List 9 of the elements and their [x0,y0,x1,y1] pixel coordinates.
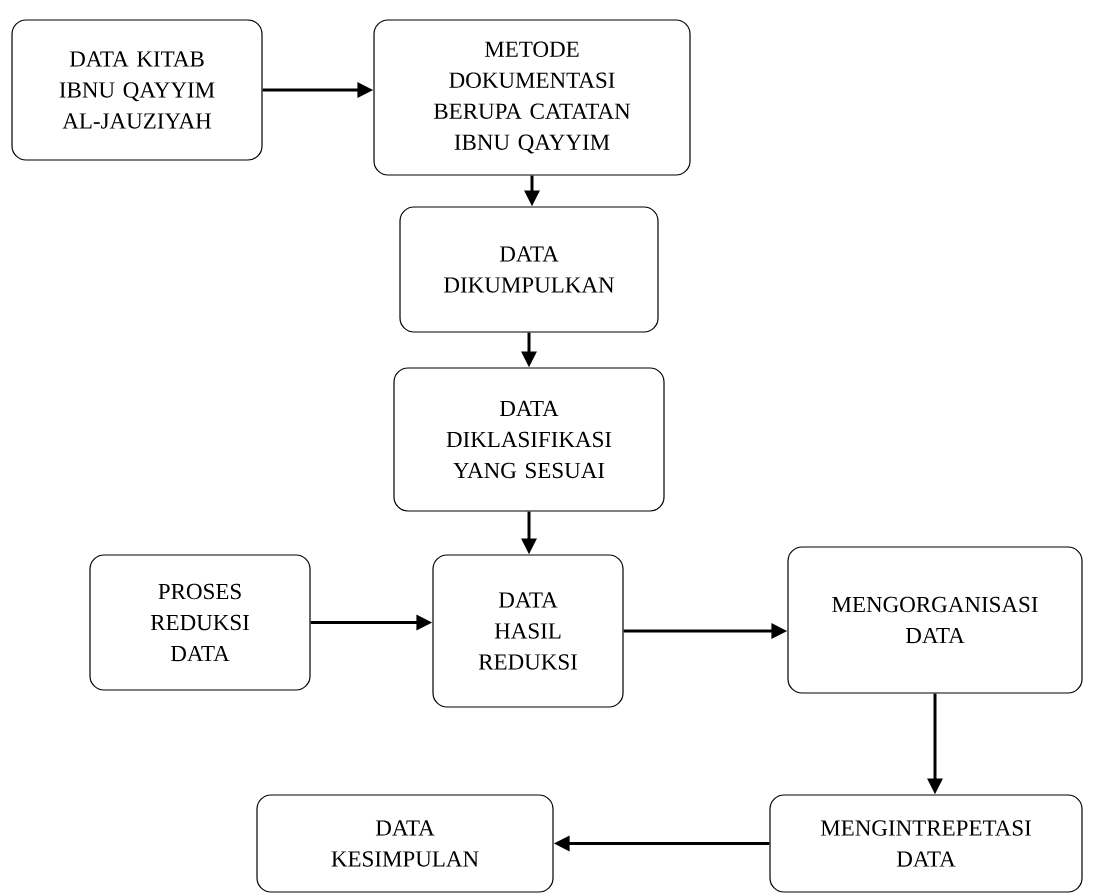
process-box: METODE DOKUMENTASI BERUPA CATATAN IBNU QAYYIM [373,19,691,176]
process-box: DATA HASIL REDUKSI [432,554,624,708]
process-box: MENGORGANISASI DATA [787,546,1083,694]
process-box: PROSES REDUKSI DATA [89,554,311,691]
process-box: DATA KITAB IBNU QAYYIM AL-JAUZIYAH [11,19,263,161]
process-box: DATA KESIMPULAN [256,794,554,893]
process-box: MENGINTREPETASI DATA [769,794,1083,893]
process-box: DATA DIKUMPULKAN [399,206,659,333]
process-box: DATA DIKLASIFIKASI YANG SESUAI [393,367,665,512]
